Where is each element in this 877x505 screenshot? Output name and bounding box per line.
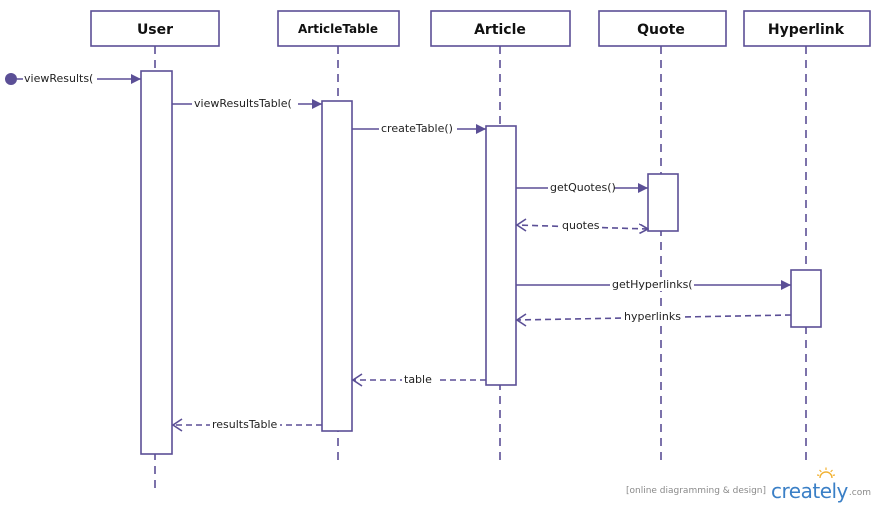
activation-bars xyxy=(140,70,822,455)
arrowhead-quotes xyxy=(515,218,527,232)
actor-box-articletable[interactable] xyxy=(277,10,400,47)
watermark-suffix: .com xyxy=(848,488,871,498)
activation-quote xyxy=(647,173,679,232)
actor-label-article: Article xyxy=(474,22,526,38)
message-label-quotes: quotes xyxy=(562,219,600,232)
initial-message-dot xyxy=(5,73,17,85)
message-arrow-quotes[interactable] xyxy=(515,225,648,229)
actor-box-article[interactable] xyxy=(430,10,571,47)
activation-user xyxy=(140,70,173,455)
message-arrow-hyperlinks[interactable] xyxy=(515,314,792,321)
activation-hyperlink xyxy=(790,269,822,328)
return-arrowheads xyxy=(171,218,527,432)
watermark-brand: creately xyxy=(771,479,848,503)
message-label-resultstable: resultsTable xyxy=(212,418,278,431)
activation-articletable xyxy=(321,100,353,432)
arrowhead-table xyxy=(351,373,363,387)
actor-label-hyperlink: Hyperlink xyxy=(768,22,845,38)
actor-label-quote: Quote xyxy=(637,22,685,38)
actor-label-articletable: ArticleTable xyxy=(298,22,378,36)
message-label-viewresultstable: viewResultsTable( xyxy=(194,97,292,110)
activation-article xyxy=(485,125,517,386)
creately-watermark[interactable]: [online diagramming & design] creately .… xyxy=(625,467,871,503)
actor-label-user: User xyxy=(137,22,173,38)
watermark-tagline: [online diagramming & design] xyxy=(625,486,767,496)
actor-box-quote[interactable] xyxy=(598,10,727,47)
creately-logo: creately .com xyxy=(771,467,871,503)
actor-box-user[interactable] xyxy=(90,10,220,47)
actor-box-hyperlink[interactable] xyxy=(743,10,871,47)
sun-icon xyxy=(817,467,836,479)
actor-boxes xyxy=(90,10,871,47)
message-label-hyperlinks: hyperlinks xyxy=(624,310,681,323)
message-label-table: table xyxy=(404,373,432,386)
message-label-viewresults: viewResults( xyxy=(24,72,93,85)
message-label-gethyperlinks: getHyperlinks( xyxy=(612,278,693,291)
arrowhead-resultstable xyxy=(171,418,183,432)
arrowhead-hyperlinks xyxy=(515,313,527,327)
message-label-createtable: createTable() xyxy=(381,122,453,135)
message-label-getquotes: getQuotes() xyxy=(550,181,616,194)
